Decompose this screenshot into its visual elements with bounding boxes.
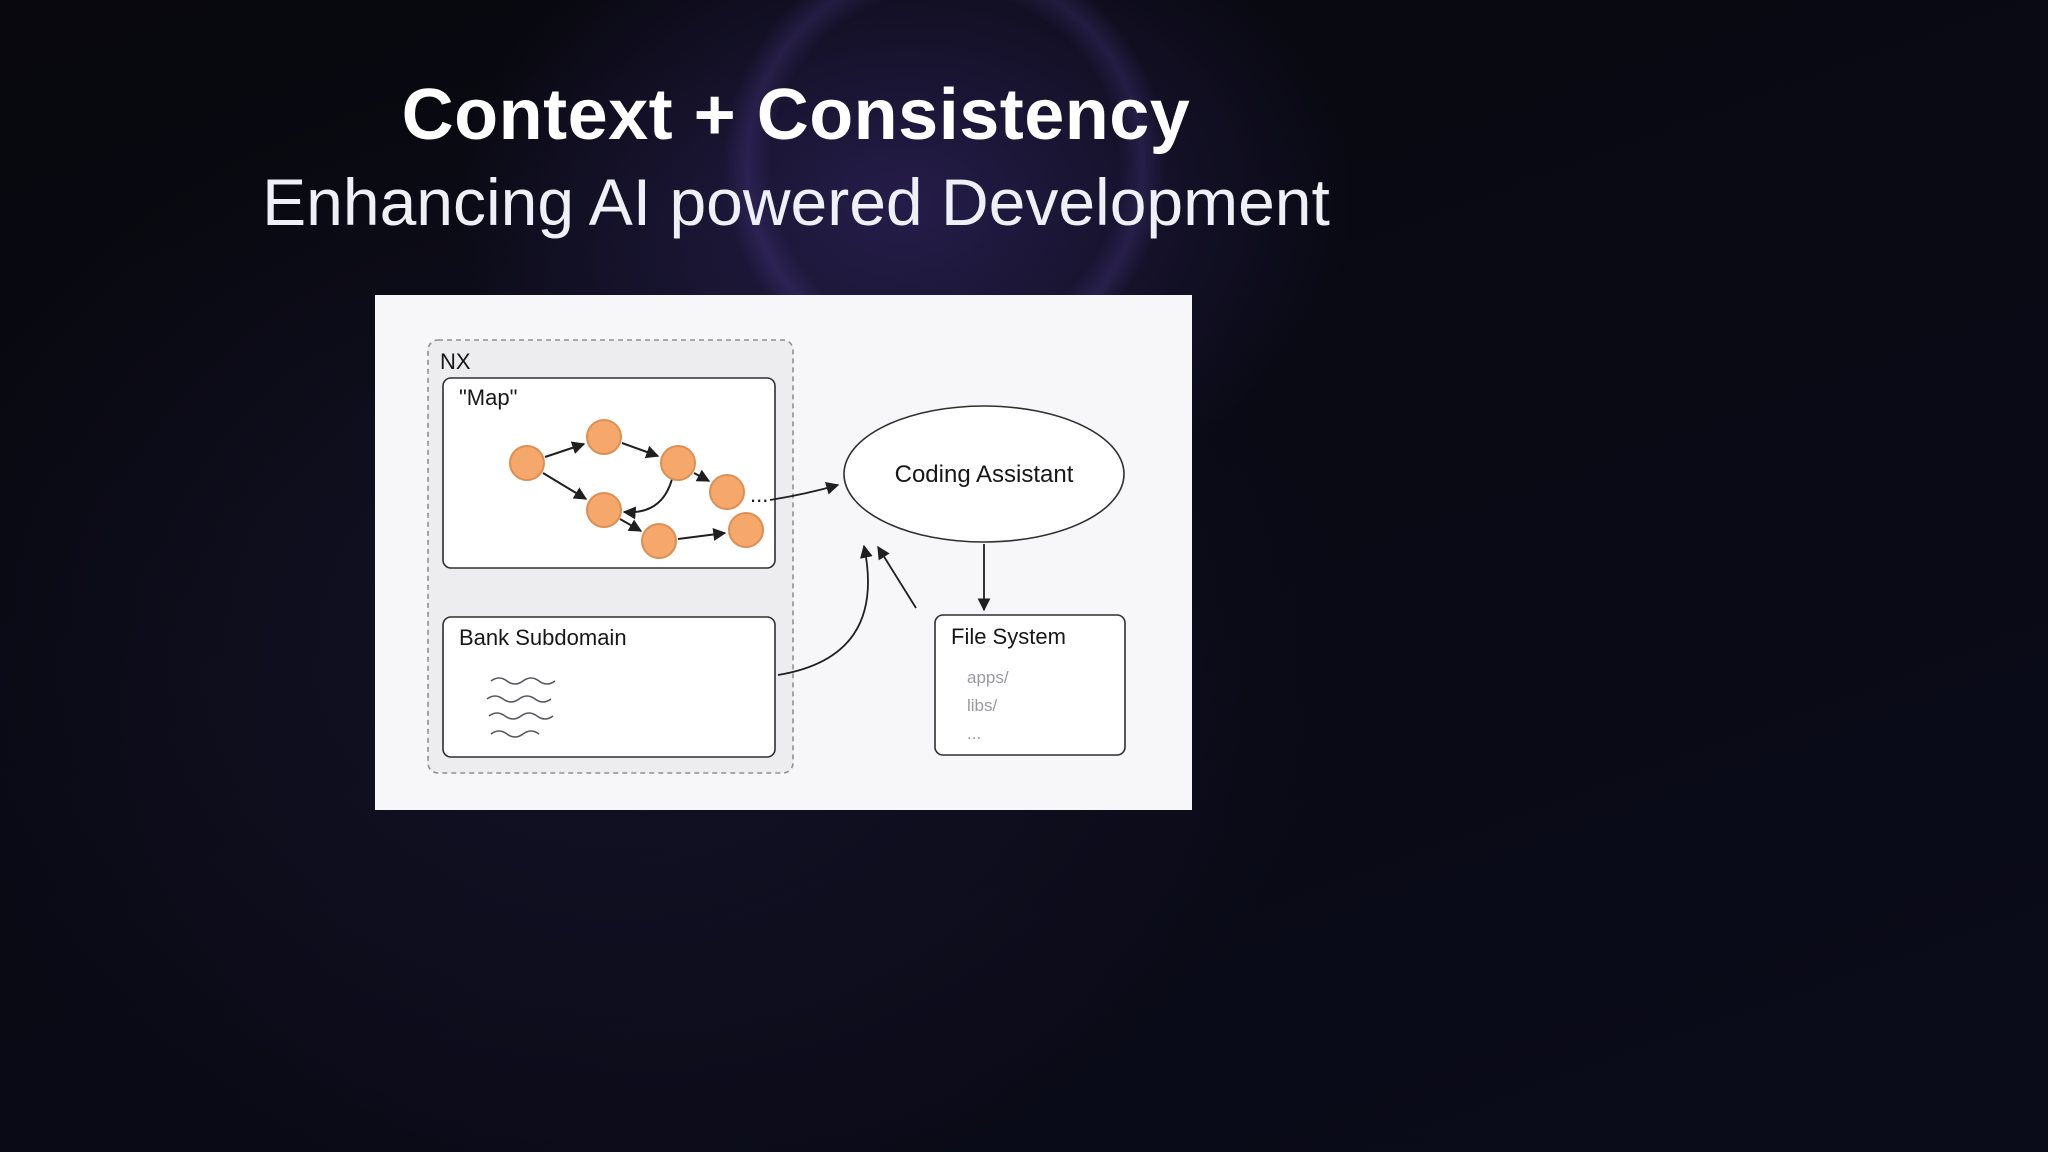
bank-subdomain-label: Bank Subdomain xyxy=(459,625,627,650)
graph-node xyxy=(660,445,696,481)
graph-node xyxy=(509,445,545,481)
file-system-box xyxy=(934,614,1126,756)
graph-edge xyxy=(544,441,586,458)
graph-edge-curved xyxy=(622,478,673,520)
connector-arrows xyxy=(769,482,991,676)
architecture-diagram: NX "Map" xyxy=(427,339,1126,774)
graph-edge xyxy=(619,518,643,532)
file-entry-libs: libs/ xyxy=(967,696,998,715)
graph-node xyxy=(728,512,764,548)
squiggle xyxy=(486,695,552,703)
squiggle xyxy=(490,677,556,685)
graph-edge xyxy=(677,528,727,541)
map-ellipsis: ... xyxy=(750,482,768,507)
map-box xyxy=(442,377,776,569)
squiggle-lines xyxy=(486,677,556,738)
file-entry-ellipsis: ... xyxy=(967,724,981,743)
squiggle xyxy=(488,712,554,720)
coding-assistant-label: Coding Assistant xyxy=(895,461,1074,488)
diagram-panel: NX "Map" xyxy=(375,295,1192,810)
graph-nodes xyxy=(509,419,764,559)
graph-node xyxy=(641,523,677,559)
graph-edge xyxy=(693,469,711,482)
arrow-map-to-assistant xyxy=(769,482,840,501)
graph-edge xyxy=(621,442,660,459)
arrow-bank-to-assistant xyxy=(777,544,873,676)
arrow-short-to-assistant xyxy=(877,545,917,609)
graph-node xyxy=(586,419,622,455)
graph-edges xyxy=(542,441,727,541)
slide-subtitle: Enhancing AI powered Development xyxy=(262,165,1330,239)
coding-assistant-ellipse xyxy=(843,405,1125,543)
graph-node xyxy=(709,474,745,510)
squiggle xyxy=(490,730,540,738)
graph-node xyxy=(586,492,622,528)
nx-label: NX xyxy=(440,349,471,374)
file-entry-apps: apps/ xyxy=(967,668,1009,687)
slide-title: Context + Consistency xyxy=(401,75,1191,155)
map-label: "Map" xyxy=(459,385,517,410)
file-system-label: File System xyxy=(951,624,1066,649)
bank-subdomain-box xyxy=(442,616,776,758)
graph-edge xyxy=(542,472,588,500)
